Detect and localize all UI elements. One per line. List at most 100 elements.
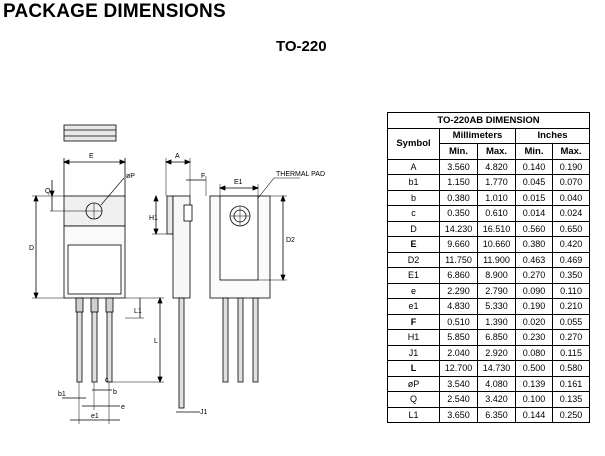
mm-max-cell: 3.420: [477, 391, 516, 408]
label-thermal-pad: THERMAL PAD: [276, 171, 325, 178]
mm-min-cell: 5.850: [439, 329, 478, 346]
symbol-cell: b1: [387, 174, 440, 191]
mm-min-cell: 0.350: [439, 205, 478, 222]
in-max-cell: 0.110: [551, 282, 591, 299]
mm-min-cell: 2.040: [439, 344, 478, 361]
symbol-cell: A: [387, 158, 440, 175]
mm-max-cell: 14.730: [477, 360, 516, 377]
mm-max-cell: 8.900: [477, 267, 516, 284]
symbol-cell: E: [387, 236, 440, 253]
symbol-cell: E1: [387, 267, 440, 284]
mm-min-header: Min.: [439, 143, 478, 160]
mm-min-cell: 3.650: [439, 406, 478, 423]
symbol-cell: c: [387, 205, 440, 222]
mm-max-cell: 1.010: [477, 189, 516, 206]
in-max-cell: 0.190: [551, 158, 591, 175]
mm-min-cell: 12.700: [439, 360, 478, 377]
in-max-cell: 0.650: [551, 220, 591, 237]
mm-min-cell: 2.290: [439, 282, 478, 299]
dimension-table: TO-220AB DIMENSION Symbol Millimeters In…: [386, 112, 591, 423]
label-L1: L1: [134, 308, 142, 315]
mm-max-cell: 11.900: [477, 251, 516, 268]
label-D2: D2: [286, 237, 295, 244]
in-min-cell: 0.080: [515, 344, 553, 361]
package-title: TO-220: [276, 38, 327, 55]
in-min-cell: 0.380: [515, 236, 553, 253]
in-max-cell: 0.070: [551, 174, 591, 191]
in-min-cell: 0.560: [515, 220, 553, 237]
mm-min-cell: 9.660: [439, 236, 478, 253]
mm-min-cell: 11.750: [439, 251, 478, 268]
label-Q: Q: [45, 188, 51, 195]
mm-max-cell: 6.850: [477, 329, 516, 346]
in-min-cell: 0.270: [515, 267, 553, 284]
label-e1: e1: [91, 413, 99, 420]
back-view: [209, 177, 300, 383]
in-max-cell: 0.024: [551, 205, 591, 222]
mm-max-cell: 4.080: [477, 375, 516, 392]
mm-min-cell: 2.540: [439, 391, 478, 408]
label-D: D: [29, 245, 34, 252]
in-min-cell: 0.045: [515, 174, 553, 191]
symbol-cell: H1: [387, 329, 440, 346]
label-A: A: [175, 153, 180, 160]
label-b: b: [113, 389, 117, 396]
label-phiP: øP: [126, 173, 135, 180]
mm-max-cell: 4.820: [477, 158, 516, 175]
mm-min-cell: 3.560: [439, 158, 478, 175]
mm-min-cell: 3.540: [439, 375, 478, 392]
in-max-cell: 0.420: [551, 236, 591, 253]
symbol-cell: J1: [387, 344, 440, 361]
mm-min-cell: 4.830: [439, 298, 478, 315]
symbol-cell: L: [387, 360, 440, 377]
in-min-cell: 0.020: [515, 313, 553, 330]
symbol-cell: L1: [387, 406, 440, 423]
in-min-cell: 0.100: [515, 391, 553, 408]
mm-max-cell: 2.920: [477, 344, 516, 361]
mm-max-cell: 16.510: [477, 220, 516, 237]
mm-min-cell: 0.380: [439, 189, 478, 206]
in-max-header: Max.: [551, 143, 591, 160]
in-min-cell: 0.144: [515, 406, 553, 423]
inch-header: Inches: [514, 127, 591, 144]
label-E1: E1: [234, 179, 243, 186]
mm-max-cell: 0.610: [477, 205, 516, 222]
in-max-cell: 0.115: [551, 344, 591, 361]
in-max-cell: 0.210: [551, 298, 591, 315]
in-max-cell: 0.250: [551, 406, 591, 423]
in-min-cell: 0.090: [515, 282, 553, 299]
in-min-cell: 0.140: [515, 158, 553, 175]
label-E: E: [89, 153, 94, 160]
mm-max-cell: 10.660: [477, 236, 516, 253]
mm-max-cell: 6.350: [477, 406, 516, 423]
mm-header: Millimeters: [439, 127, 516, 144]
mm-min-cell: 0.510: [439, 313, 478, 330]
in-max-cell: 0.135: [551, 391, 591, 408]
in-min-cell: 0.463: [515, 251, 553, 268]
label-J1: J1: [200, 409, 208, 416]
in-max-cell: 0.040: [551, 189, 591, 206]
in-min-cell: 0.015: [515, 189, 553, 206]
in-max-cell: 0.580: [551, 360, 591, 377]
in-min-cell: 0.014: [515, 205, 553, 222]
symbol-cell: F: [387, 313, 440, 330]
in-min-cell: 0.139: [515, 375, 553, 392]
symbol-cell: b: [387, 189, 440, 206]
in-max-cell: 0.161: [551, 375, 591, 392]
top-view: [63, 124, 117, 142]
symbol-cell: øP: [387, 375, 440, 392]
